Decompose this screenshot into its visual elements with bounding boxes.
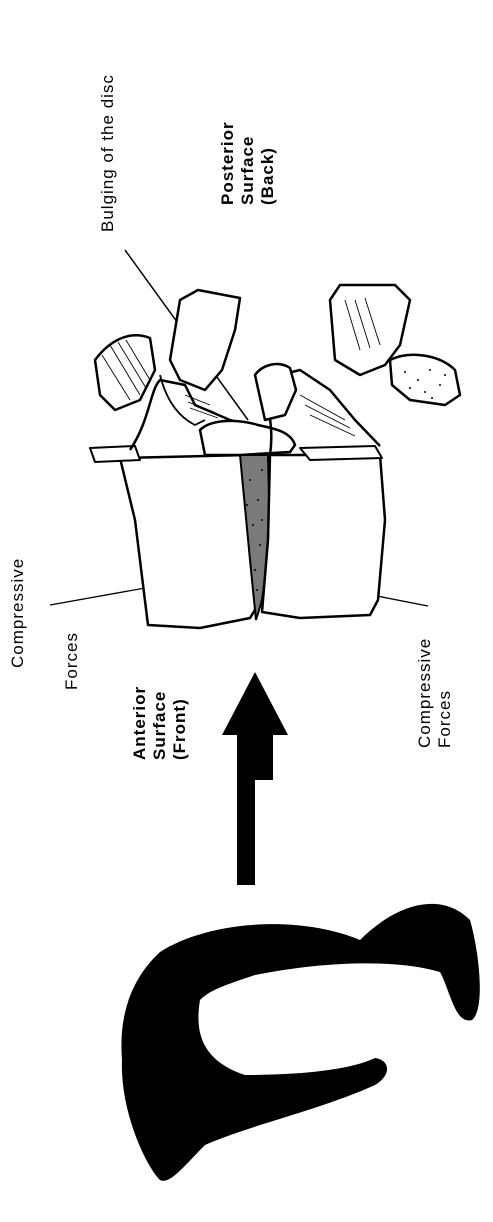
- upper-vertebra: [90, 290, 258, 628]
- spine-silhouette-icon: [121, 904, 479, 1181]
- compressive-left-forces: Forces: [62, 632, 82, 690]
- compressive-right-label: Compressive Forces: [415, 638, 455, 748]
- posterior-label: Posterior Surface (Back): [218, 121, 278, 205]
- bulging-label: Bulging of the disc: [98, 74, 118, 232]
- bulging-disc: [200, 421, 295, 455]
- direction-arrow-icon: [222, 672, 288, 885]
- anterior-label: Anterior Surface (Front): [130, 686, 190, 760]
- compressive-left-label: Compressive: [8, 558, 28, 668]
